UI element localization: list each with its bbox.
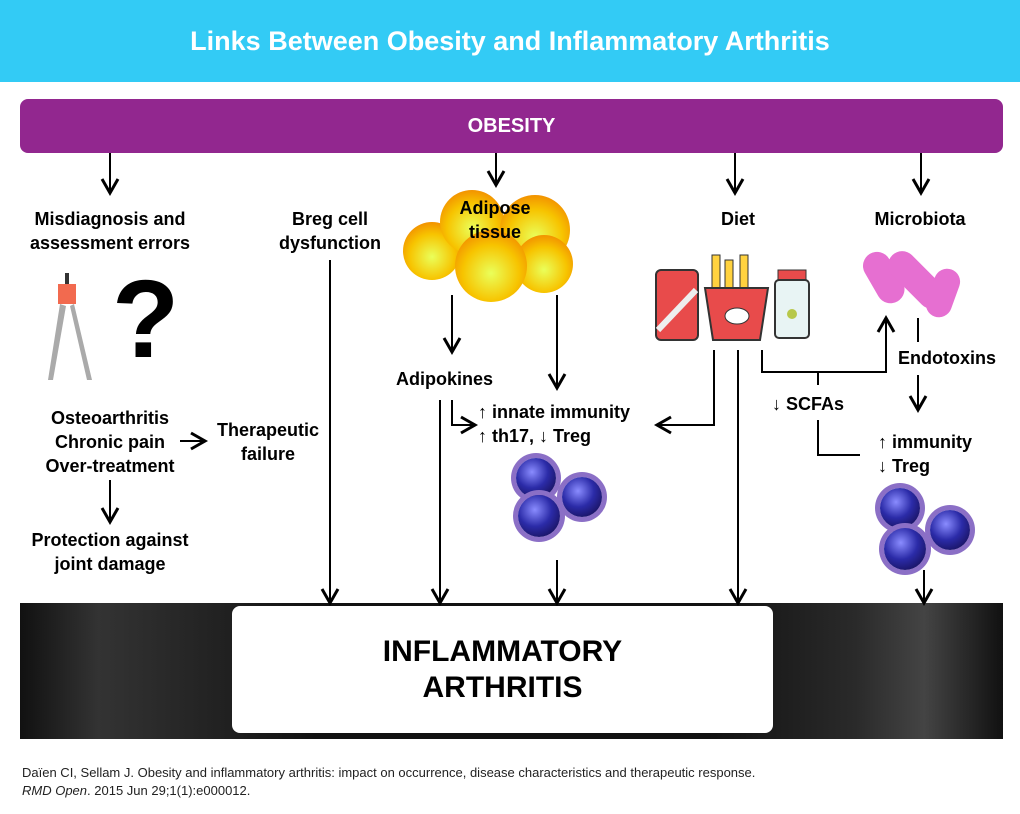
adipokines-label: Adipokines <box>396 369 494 389</box>
citation: Daïen CI, Sellam J. Obesity and inflamma… <box>22 765 756 798</box>
soda-can-icon <box>655 269 699 341</box>
scfas-label: ↓ SCFAs <box>772 394 845 414</box>
fries-icon <box>703 254 770 341</box>
pill-bottle-icon <box>774 269 810 339</box>
immunity-label: ↑ immunity <box>878 432 973 452</box>
title-banner: Links Between Obesity and Inflammatory A… <box>0 0 1020 82</box>
innate-immunity-label: ↑ innate immunity <box>478 402 631 422</box>
treg-label: ↓ Treg <box>878 456 931 476</box>
question-mark-icon: ? <box>112 258 180 381</box>
bacteria-icon <box>863 251 961 318</box>
obesity-bar: OBESITY <box>20 99 1003 153</box>
endotoxins-label: Endotoxins <box>898 348 996 368</box>
diet-label: Diet <box>720 209 755 229</box>
th17-treg-label: ↑ th17, ↓ Treg <box>478 426 592 446</box>
microbiota-label: Microbiota <box>874 209 966 229</box>
